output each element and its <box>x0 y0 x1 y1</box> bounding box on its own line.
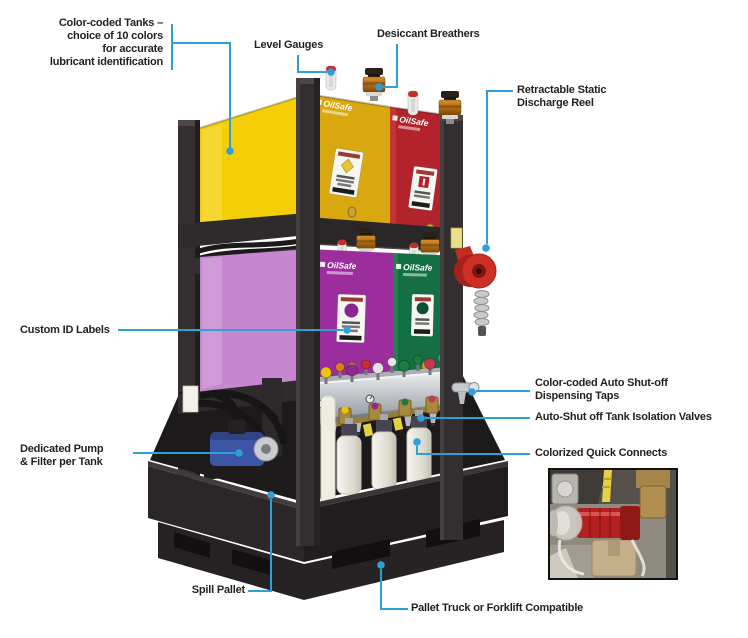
callout-dots <box>226 68 490 569</box>
svg-text:OilSafe: OilSafe <box>323 98 354 113</box>
callout-label-pallet-truck: Pallet Truck or Forklift Compatible <box>411 602 584 614</box>
storage-tank-yellow <box>200 94 390 229</box>
tap-knob-row-rear <box>335 353 447 378</box>
shelf-rail <box>178 212 318 248</box>
callout-label-quick-connects: Colorized Quick Connects <box>535 447 668 459</box>
callout-dot <box>226 147 234 155</box>
oilsafe-logo: OilSafe <box>392 114 430 132</box>
callout-dot <box>413 438 421 446</box>
callout-label-level-gauges: Level Gauges <box>254 39 324 51</box>
callout-dot <box>377 561 385 569</box>
callout-line-desiccant-breathers <box>383 44 398 88</box>
callout-dot <box>417 414 425 422</box>
callout-line-quick-connects <box>416 446 530 455</box>
callout-line-level-gauges <box>297 55 327 73</box>
callout-label-dispensing-taps: Color-coded Auto Shut-off Dispensing Tap… <box>535 377 668 402</box>
tank-id-label-sticker <box>410 293 435 337</box>
svg-text:OilSafe: OilSafe <box>327 260 357 271</box>
callout-dot <box>327 68 335 76</box>
tank-id-label-sticker <box>336 293 367 344</box>
callout-line-color-tanks <box>171 24 231 148</box>
callout-dot <box>375 83 383 91</box>
callout-label-spill-pallet: Spill Pallet <box>191 584 245 596</box>
callout-dot <box>482 244 490 252</box>
isolation-valves <box>335 395 449 427</box>
tank-tap <box>347 206 357 218</box>
tank-id-label-sticker <box>328 147 364 198</box>
tap-knob-row-front <box>320 357 436 384</box>
hose-bundle <box>191 389 288 445</box>
post-warning-sticker <box>450 227 463 249</box>
tank-id-label-sticker <box>408 165 438 211</box>
inset-photo-quick-connect <box>548 468 678 580</box>
tank-top-edge <box>199 92 461 129</box>
rear-post-sticker <box>182 385 199 413</box>
callout-dot <box>235 449 243 457</box>
rack-right-post <box>440 115 463 540</box>
callout-line-pallet-truck <box>380 569 408 610</box>
pump <box>204 420 282 480</box>
callout-line-spill-pallet <box>248 499 272 592</box>
callout-dot <box>468 388 476 396</box>
static-discharge-reel <box>454 246 497 336</box>
oilsafe-logo: OilSafe <box>320 260 357 275</box>
callout-label-custom-id: Custom ID Labels <box>20 324 110 336</box>
callout-dot <box>267 491 275 499</box>
callout-label-desiccant-breathers: Desiccant Breathers <box>377 28 480 40</box>
svg-text:OilSafe: OilSafe <box>399 114 430 128</box>
coiled-cord <box>473 290 490 336</box>
callout-label-pump-filter: Dedicated Pump & Filter per Tank <box>20 443 104 468</box>
spill-pallet <box>148 461 508 600</box>
rack-front-left-post <box>296 78 320 546</box>
callout-lines <box>118 24 530 610</box>
dispensing-tap-end <box>451 382 480 404</box>
callout-label-isolation-valves: Auto-Shut off Tank Isolation Valves <box>535 411 712 423</box>
callout-line-static-reel <box>486 90 513 244</box>
svg-text:OilSafe: OilSafe <box>403 262 433 273</box>
callout-dot <box>343 326 351 334</box>
callout-label-color-coded-tanks: Color-coded Tanks – choice of 10 colors … <box>49 17 163 68</box>
callout-label-static-reel: Retractable Static Discharge Reel <box>517 84 607 109</box>
level-gauge <box>407 90 419 116</box>
oilsafe-logo: OilSafe <box>396 262 433 277</box>
